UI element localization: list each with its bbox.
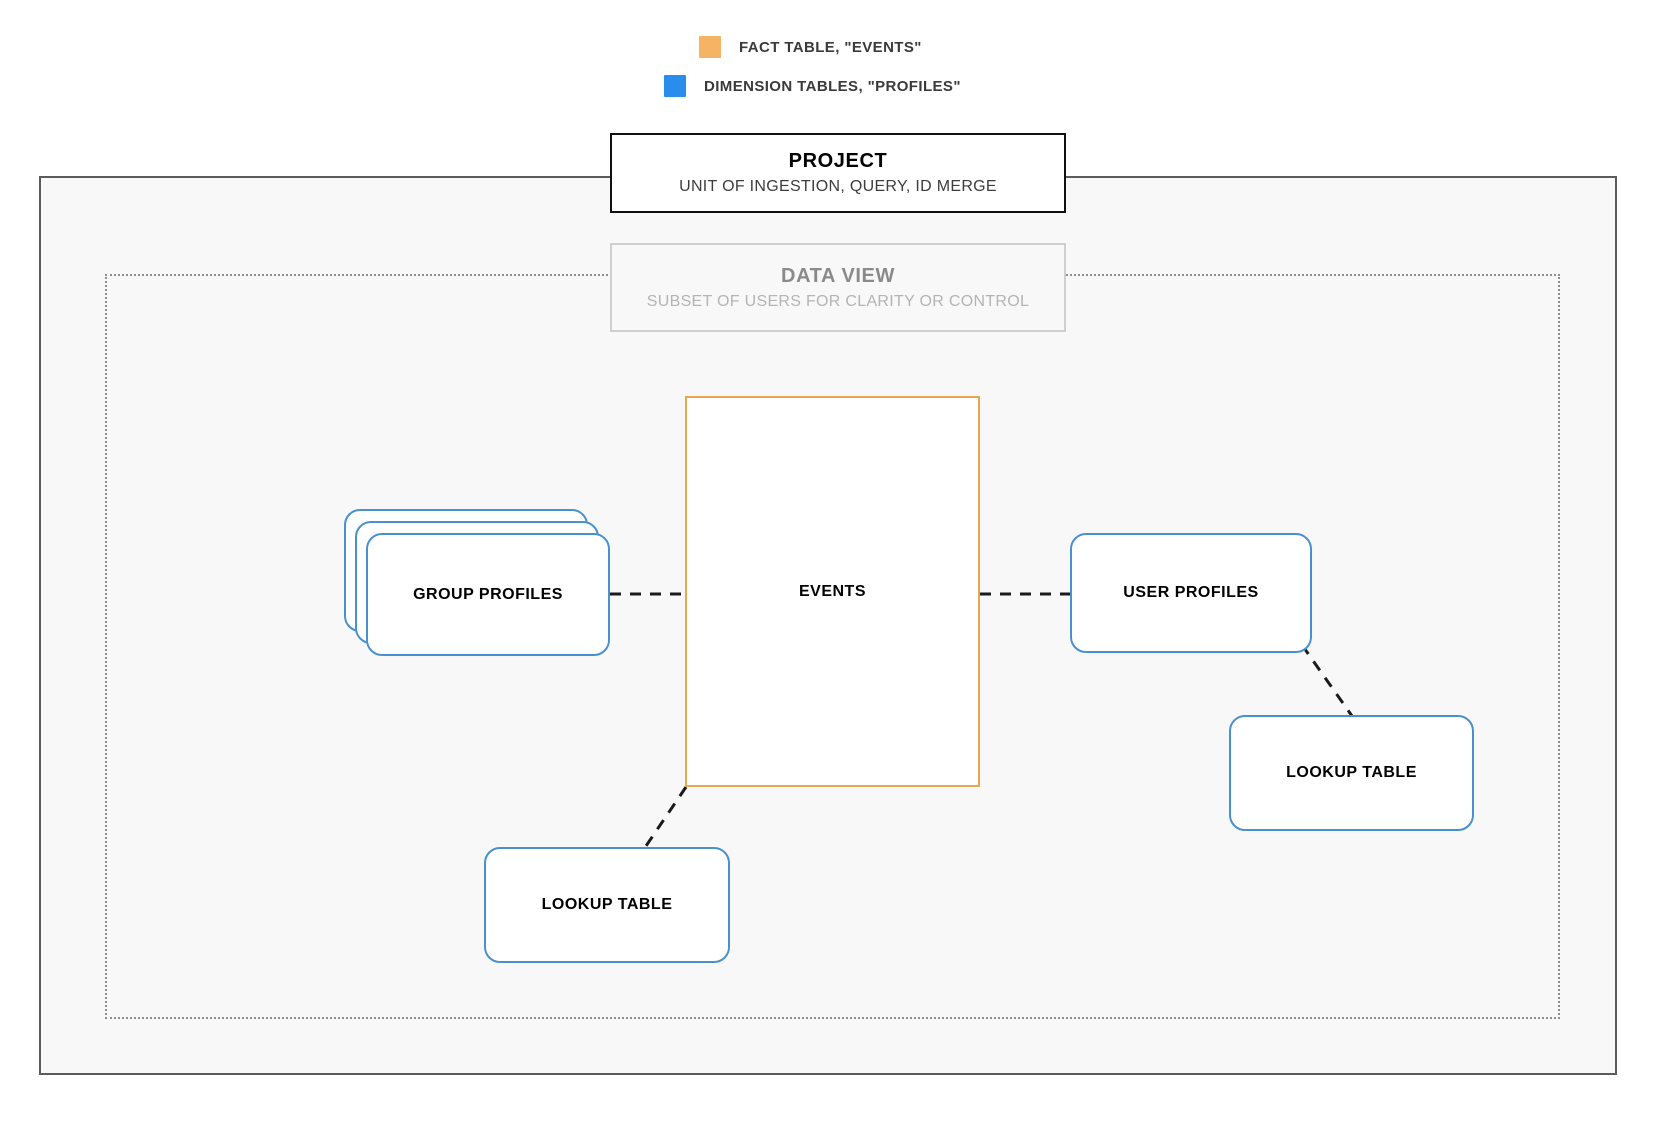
- node-user-profiles[interactable]: USER PROFILES: [1070, 533, 1312, 653]
- node-events-label: EVENTS: [798, 582, 866, 600]
- square-swatch-icon: [699, 36, 721, 58]
- project-card-title: PROJECT: [788, 150, 888, 172]
- node-lookup-table-right-label: LOOKUP TABLE: [1286, 764, 1417, 781]
- project-card-subtitle: UNIT OF INGESTION, QUERY, ID MERGE: [679, 178, 997, 195]
- legend-item-label: FACT TABLE, "EVENTS": [739, 38, 922, 56]
- project-card[interactable]: PROJECT UNIT OF INGESTION, QUERY, ID MER…: [610, 133, 1066, 213]
- node-group-profiles-label: GROUP PROFILES: [413, 585, 563, 603]
- node-lookup-table-right[interactable]: LOOKUP TABLE: [1229, 715, 1474, 831]
- data-view-card-title: DATA VIEW: [781, 264, 895, 287]
- node-user-profiles-label: USER PROFILES: [1123, 584, 1259, 601]
- data-view-card-subtitle: SUBSET OF USERS FOR CLARITY OR CONTROL: [646, 292, 1030, 310]
- node-lookup-table-left-label: LOOKUP TABLE: [541, 896, 673, 913]
- node-lookup-table-left[interactable]: LOOKUP TABLE: [484, 847, 730, 963]
- data-view-card[interactable]: DATA VIEW SUBSET OF USERS FOR CLARITY OR…: [610, 243, 1066, 332]
- node-events[interactable]: EVENTS: [685, 396, 980, 787]
- node-group-profiles[interactable]: GROUP PROFILES: [366, 533, 610, 656]
- legend-item-dimension-tables: DIMENSION TABLES, "PROFILES": [664, 75, 961, 97]
- square-swatch-icon: [664, 75, 686, 97]
- legend-item-fact-table: FACT TABLE, "EVENTS": [699, 36, 922, 58]
- legend-item-label: DIMENSION TABLES, "PROFILES": [704, 77, 961, 95]
